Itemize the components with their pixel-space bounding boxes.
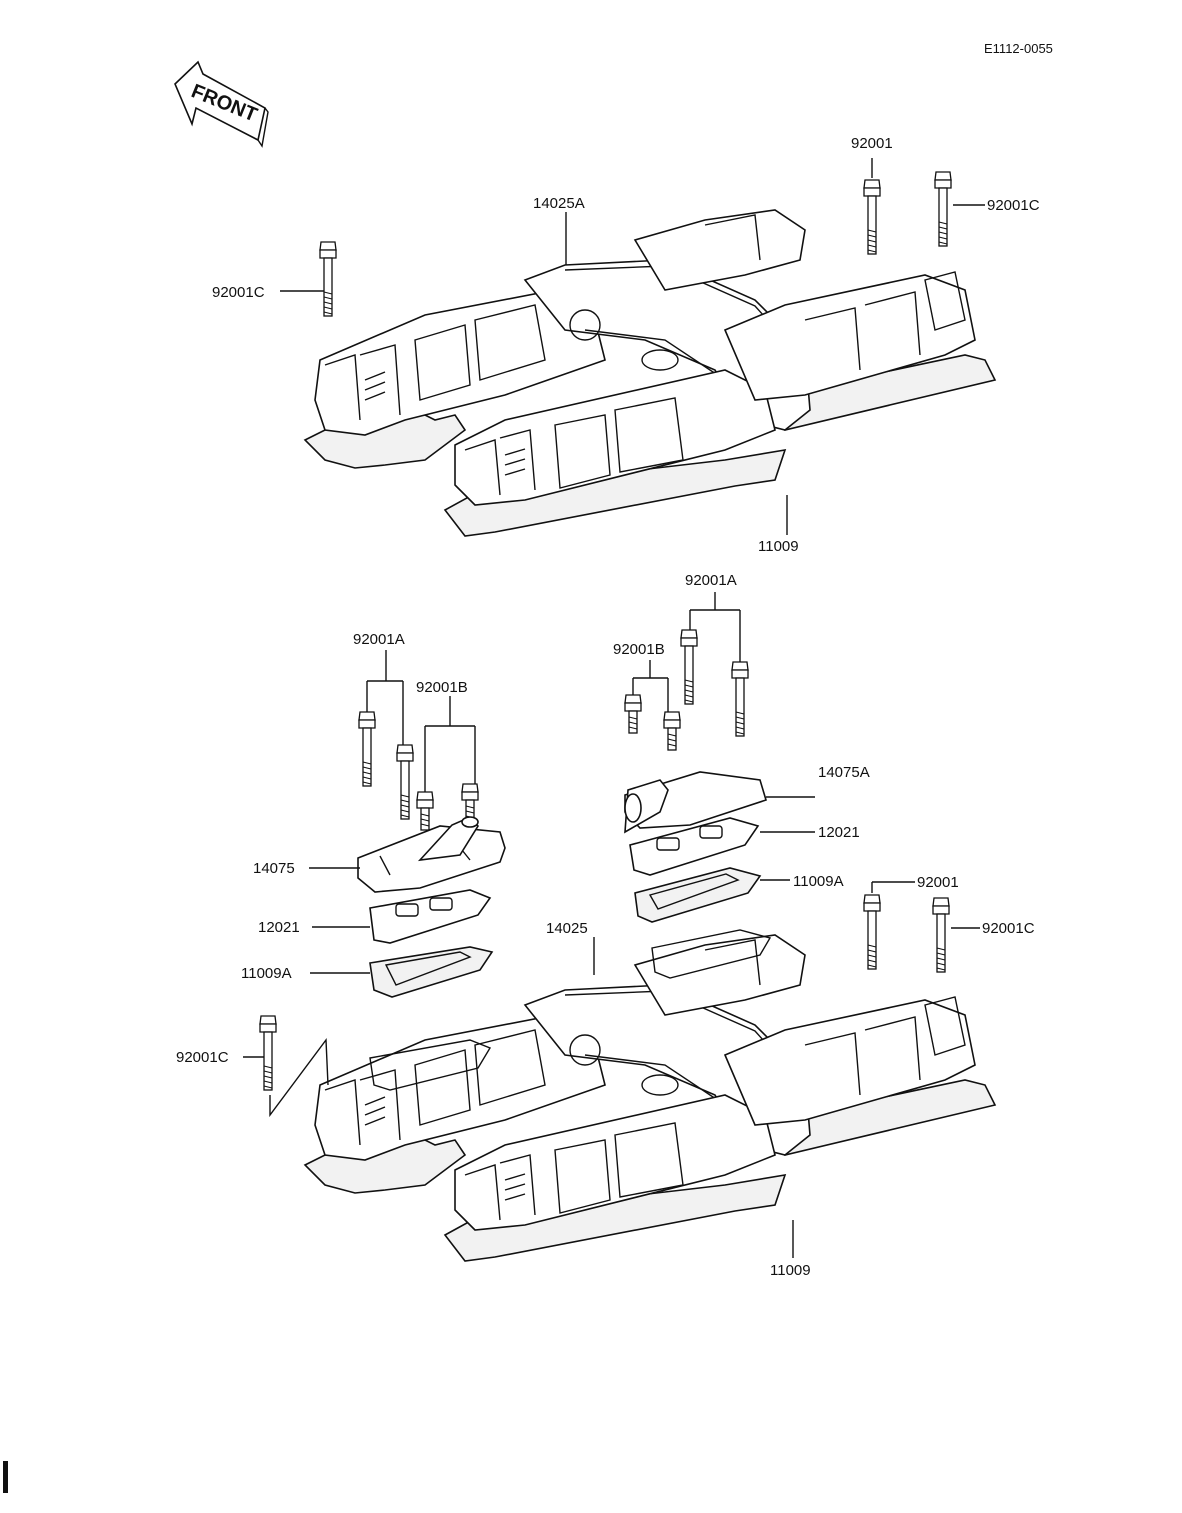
label-right-bolt-short: 92001B bbox=[613, 641, 665, 658]
label-left-bolt-short: 92001B bbox=[416, 679, 468, 696]
label-top-gasket: 11009 bbox=[758, 538, 799, 555]
left-gasket-11009a bbox=[369, 946, 494, 998]
document-id: E1112-0055 bbox=[984, 41, 1053, 56]
front-arrow-icon: FRONT bbox=[174, 60, 269, 148]
bottom-cover-assembly bbox=[304, 929, 996, 1262]
label-bottom-bolt-left: 92001C bbox=[176, 1049, 229, 1066]
right-plate-12021 bbox=[629, 817, 760, 876]
top-bolt-92001c-left bbox=[280, 241, 337, 317]
label-bottom-bolt-1: 92001 bbox=[917, 874, 959, 891]
label-bottom-gasket: 11009 bbox=[770, 1262, 811, 1279]
left-plate-12021 bbox=[369, 889, 492, 944]
label-right-plate: 12021 bbox=[818, 824, 860, 841]
label-top-bolt-1: 92001 bbox=[851, 135, 893, 152]
bottom-bolt-92001c-left bbox=[243, 1015, 329, 1118]
label-top-cover: 14025A bbox=[533, 195, 585, 212]
label-left-gasket: 11009A bbox=[241, 965, 292, 982]
label-left-bolt-long: 92001A bbox=[353, 631, 405, 648]
label-right-gasket: 11009A bbox=[793, 873, 844, 890]
label-top-bolt-2: 92001C bbox=[987, 197, 1040, 214]
bottom-bolt-92001c-right bbox=[932, 897, 980, 973]
label-left-cap: 14075 bbox=[253, 860, 295, 877]
right-cap-14075a bbox=[624, 771, 767, 834]
top-cover-assembly bbox=[304, 209, 996, 537]
scan-edge-mark bbox=[3, 1461, 8, 1493]
label-left-plate: 12021 bbox=[258, 919, 300, 936]
top-bolt-92001 bbox=[863, 158, 881, 255]
top-bolt-92001c-right bbox=[934, 171, 985, 247]
right-bolt-group bbox=[624, 592, 749, 751]
label-bottom-cover: 14025 bbox=[546, 920, 588, 937]
left-cap-14075 bbox=[357, 816, 506, 893]
bottom-bolt-92001 bbox=[863, 881, 915, 970]
right-gasket-11009a bbox=[634, 867, 762, 923]
label-top-bolt-left: 92001C bbox=[212, 284, 265, 301]
label-bottom-bolt-2: 92001C bbox=[982, 920, 1035, 937]
left-bolt-group bbox=[358, 650, 479, 831]
label-right-bolt-long: 92001A bbox=[685, 572, 737, 589]
label-right-cap: 14075A bbox=[818, 764, 870, 781]
